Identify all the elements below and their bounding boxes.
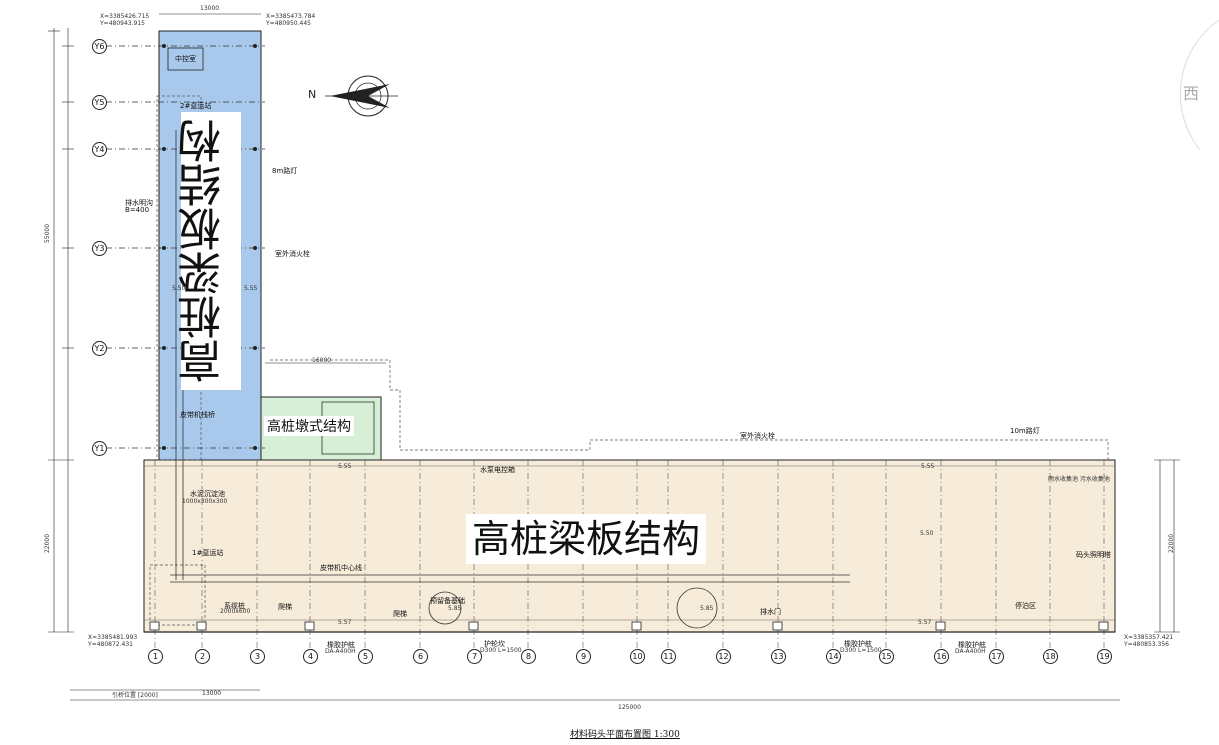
grid-x10: 10 [630,649,645,664]
pier-upper-label: 高桩梁板结构 [178,112,241,390]
elev-1: 5.55 [338,463,352,470]
light10-label: 10m路灯 [1010,427,1040,435]
coord-bottom-left: X=3385481.993 Y=480872.431 [88,634,138,648]
grid-x7: 7 [467,649,482,664]
control-room-label: 中控室 [175,55,196,63]
coord-bottom-right: X=3385357.421 Y=480853.356 [1124,634,1174,648]
grid-x3: 3 [250,649,265,664]
ladder-label: 爬梯 [278,603,292,611]
pier-mid-label: 高桩墩式结构 [264,416,354,436]
dim-bottom-total: 125000 [618,704,641,711]
grid-x14: 14 [826,649,841,664]
grid-x8: 8 [521,649,536,664]
grid-x17: 17 [989,649,1004,664]
reserved-foundation-1 [428,591,462,625]
north-arrow-icon [325,75,398,117]
drawing-title: 材料码头平面布置图 1:300 [570,727,680,740]
grid-y5: Y5 [92,95,107,110]
mooring-label: 停泊区 [1015,602,1036,610]
grid-x18: 18 [1043,649,1058,664]
grid-x6: 6 [413,649,428,664]
curb-label: 护轮坎 [484,640,505,648]
grid-y3: Y3 [92,241,107,256]
belt-center-label: 皮带机中心线 [320,564,362,572]
reclaim-size-label: 1000x300x300 [182,498,228,505]
elev-2: 5.55 [921,463,935,470]
grid-x11: 11 [661,649,676,664]
elev-4: 5.55 [244,285,258,292]
grid-x9: 9 [576,649,591,664]
grid-x16: 16 [934,649,949,664]
dim-22000-left: 22000 [44,533,52,554]
control-room-box [167,47,204,71]
grid-x2: 2 [195,649,210,664]
fender2-label: 橡胶护舷 [958,641,986,649]
elev-3: 5.50 [172,285,186,292]
drain-gate-label: 排水门 [760,608,781,616]
drawing-scale: 1:300 [653,730,680,740]
ladder2-label: 爬梯 [393,610,407,618]
dock2-label: 2#趸运站 [180,102,212,110]
grid-x19: 19 [1097,649,1112,664]
west-label: 西 [1183,84,1200,103]
fender-spec-label: DA-A400H [325,648,356,655]
grid-y4: Y4 [92,142,107,157]
grid-x12: 12 [716,649,731,664]
dim-bottom-left-tag: 引桥位置 [2000] [112,692,158,699]
reserved-label: 预留备基础 [430,597,465,605]
grid-y1: Y1 [92,441,107,456]
lamp-label: 码头照明塔 [1076,551,1111,559]
elev-7: 5.57 [918,619,932,626]
reclaim-pit-label: 水泥沉淀池 [190,490,225,498]
bottom-fender2-d-label: D300 L=1500 [840,647,882,654]
elev-5: 5.50 [920,530,934,537]
elev-6: 5.57 [338,619,352,626]
grid-x13: 13 [771,649,786,664]
pipe-bracket-label: 皮带机栈桥 [180,411,215,419]
elev-8: 5.85 [448,605,462,612]
bollard-label: 系缆桩 [224,602,245,610]
water-box-label: 水泵电控箱 [480,466,515,474]
grid-y6: Y6 [92,39,107,54]
dim-left-total: 55000 [44,223,52,244]
dim-bottom-left: 13000 [202,690,222,697]
drain-b-label: B=400 [125,206,150,214]
reserved-foundation-2 [676,587,718,629]
wharf-label: 高桩梁板结构 [466,514,707,564]
dock1-label: 1#趸运站 [192,549,224,557]
drawing-title-text: 材料码头平面布置图 [570,730,652,740]
grid-x1: 1 [148,649,163,664]
hydrant1-label: 室外消火栓 [275,250,310,258]
elev-9: 5.85 [700,605,714,612]
sewage-label: 雨水收集池 污水收集池 [1048,476,1110,483]
dim-top: 13000 [200,5,220,12]
drain-ditch-label: 排水明沟 [125,199,153,207]
fender2-spec-label: DA-A400H [955,648,986,655]
dim-16000: 16000 [312,357,332,364]
grid-x4: 4 [303,649,318,664]
coord-top-right: X=3385473.784 Y=480950.445 [266,13,316,27]
fender-label: 橡胶护舷 [327,641,355,649]
bollard-size-label: 2000x600 [220,608,251,615]
hydrant2-label: 室外消火栓 [740,432,775,440]
grid-x5: 5 [358,649,373,664]
north-label: N [308,88,317,101]
coord-top-left: X=3385426.715 Y=480943.915 [100,13,150,27]
light8-label: 8m路灯 [272,167,298,175]
bottom-fender2-label: 橡胶护舷 [844,640,872,648]
dim-22000-right: 22000 [1168,533,1176,554]
grid-y2: Y2 [92,341,107,356]
grid-x15: 15 [879,649,894,664]
bottom-fender-d-label: D300 L=1500 [480,647,522,654]
